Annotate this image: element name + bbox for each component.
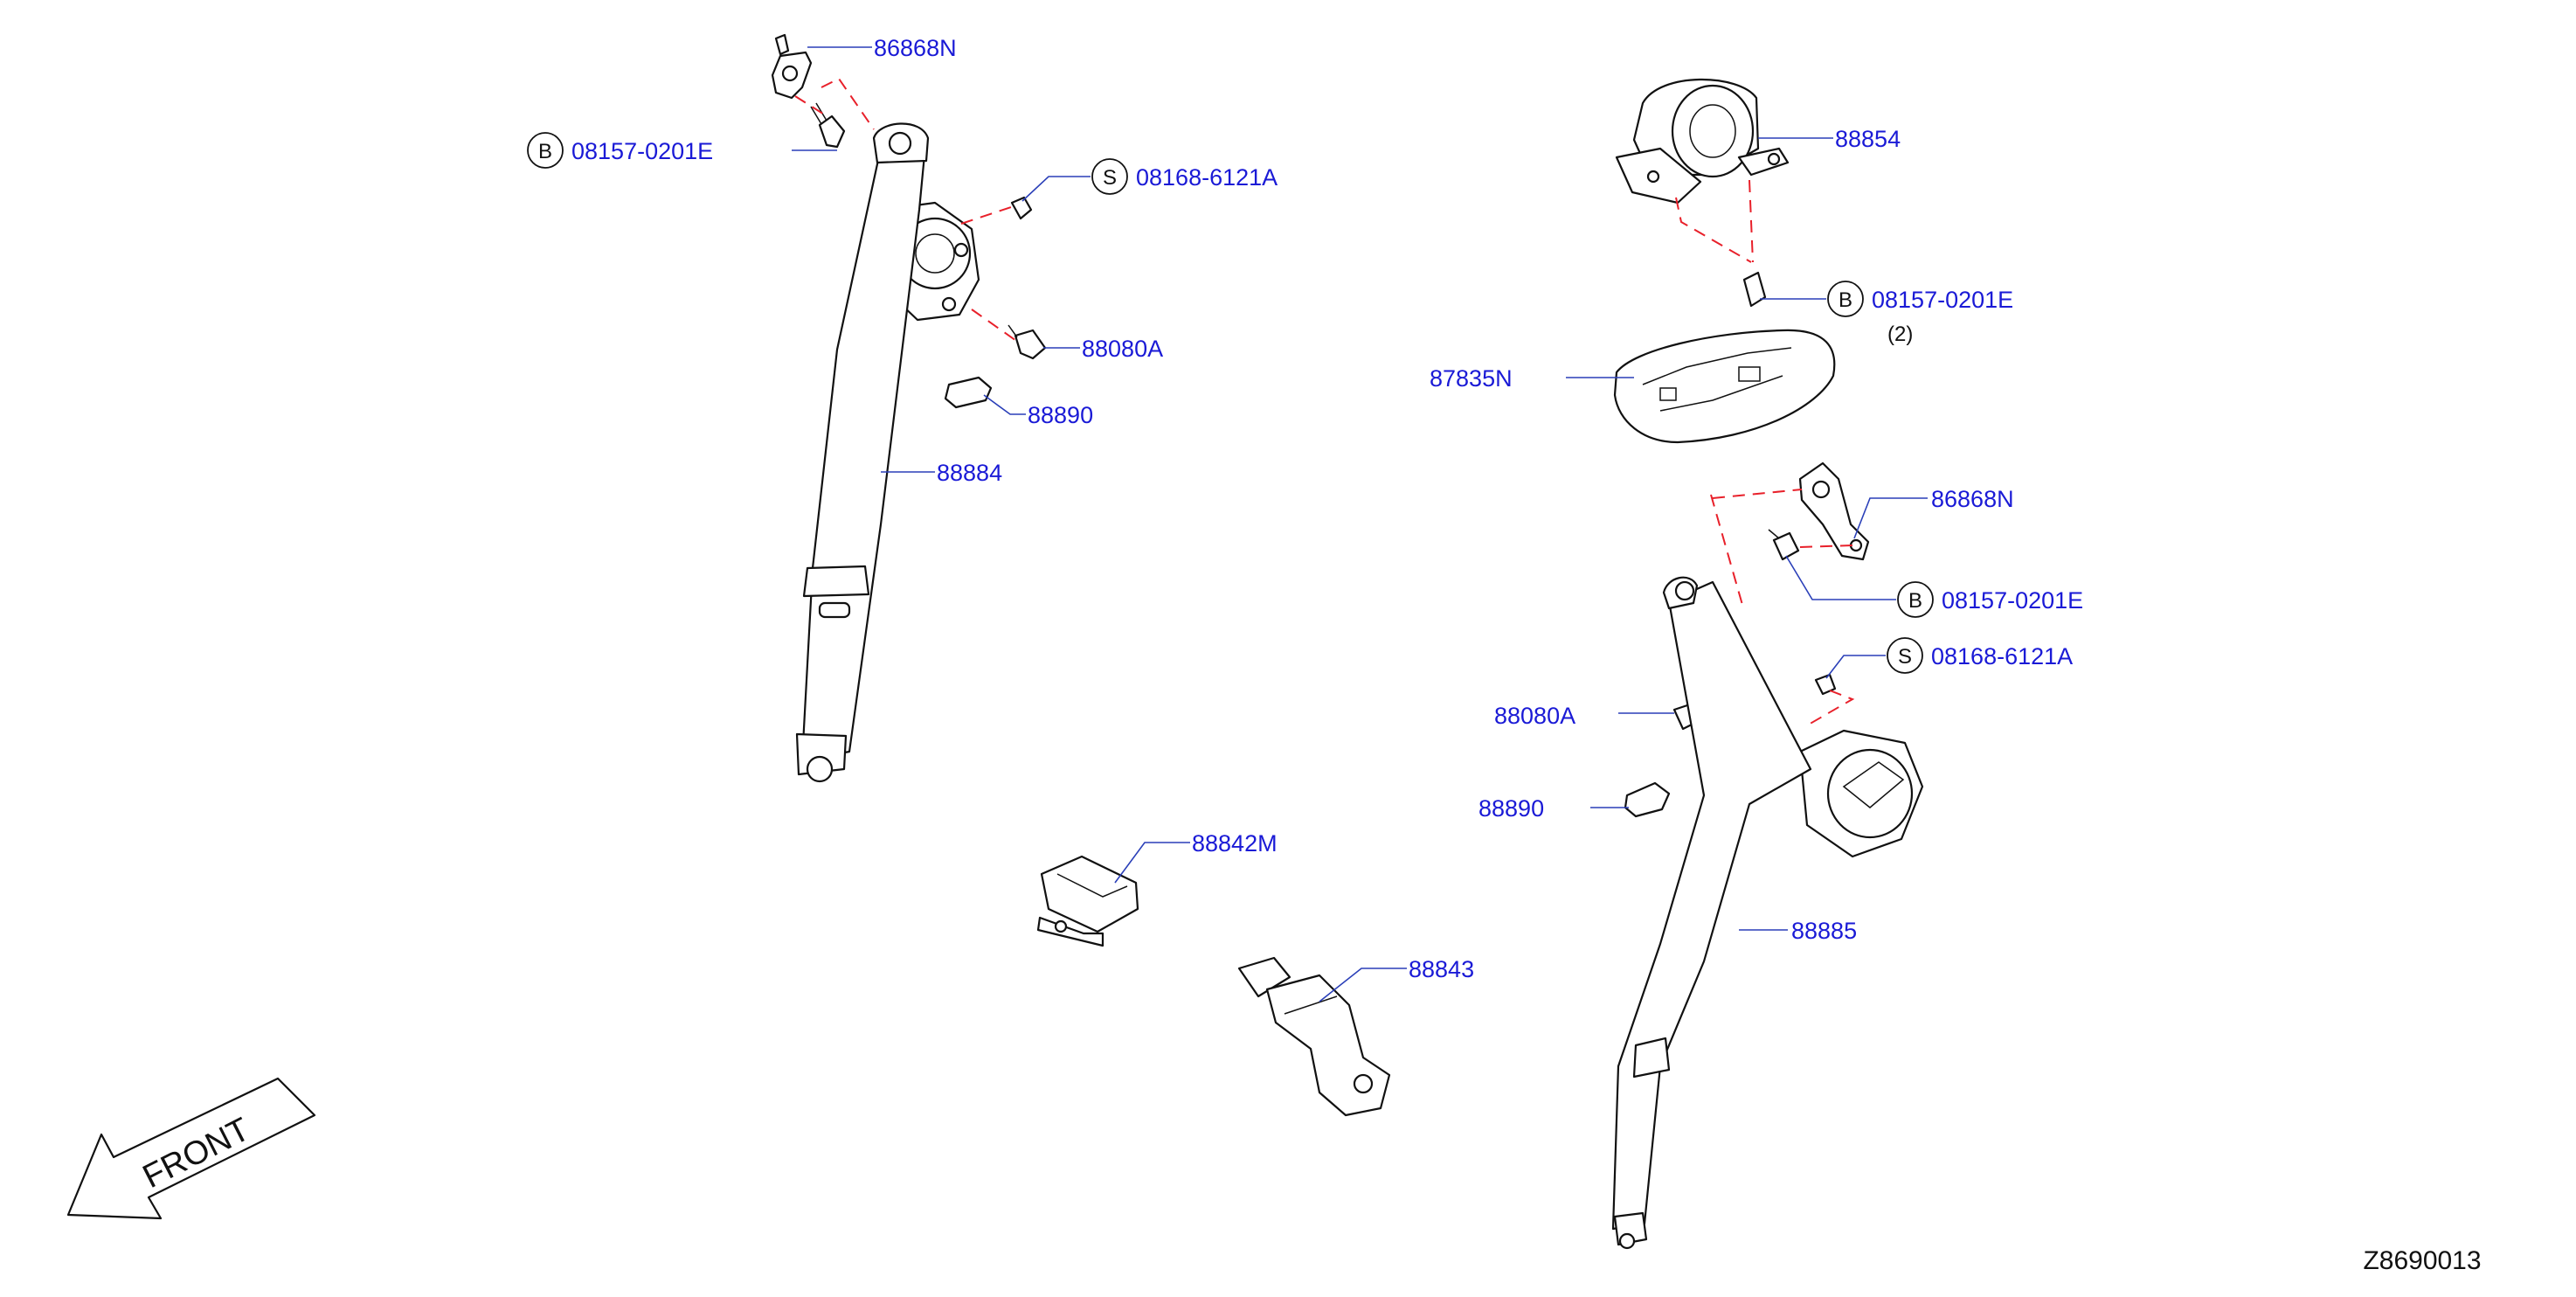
front-arrow: FRONT	[66, 1077, 316, 1220]
left-cap	[944, 376, 993, 409]
callout-label: 88890	[1478, 795, 1544, 822]
right-retractor-88854	[1615, 78, 1790, 205]
callout-badge: S	[1103, 166, 1117, 190]
callout-label: 88843	[1409, 956, 1474, 982]
callout-label: 86868N	[1931, 486, 2014, 512]
callout-label: 86868N	[874, 35, 957, 61]
left-anchor-bolt	[810, 102, 846, 149]
diagram-code: Z8690013	[2363, 1246, 2481, 1275]
callout-label: 08157-0201E	[1872, 287, 2013, 313]
callout-quantity: (2)	[1887, 323, 1913, 346]
callout-badge: S	[1898, 645, 1912, 669]
callout-label: 88884	[937, 460, 1002, 486]
right-small-bolt	[1814, 673, 1837, 696]
right-retractor-88885	[1798, 729, 1924, 858]
left-anchor-bracket	[771, 33, 813, 100]
callout-label: 88080A	[1494, 703, 1575, 729]
right-cap	[1624, 781, 1671, 818]
callout-label: 08157-0201E	[571, 138, 713, 164]
callout-labels: 86868N B 08157-0201E S 08168-6121A 88080…	[527, 35, 2083, 1002]
callout-label: 88854	[1835, 126, 1901, 152]
left-small-bolt	[1010, 196, 1033, 220]
left-belt-webbing	[795, 122, 930, 783]
callout-label: 08157-0201E	[1942, 587, 2083, 614]
callout-badge: B	[1908, 589, 1922, 613]
callout-badge: B	[538, 140, 552, 163]
callout-label: 08168-6121A	[1136, 164, 1278, 191]
callout-label: 88080A	[1082, 336, 1163, 362]
right-anchor-bracket	[1798, 461, 1870, 561]
right-retractor-bolt	[1742, 271, 1767, 308]
callout-label: 88885	[1791, 918, 1857, 944]
left-bolt-88080a	[1008, 324, 1047, 360]
callout-label: 88842M	[1192, 830, 1278, 857]
buckle-88843	[1237, 956, 1391, 1117]
callout-label: 08168-6121A	[1931, 643, 2073, 669]
right-anchor-bolt	[1768, 529, 1800, 561]
right-belt-webbing	[1611, 576, 1812, 1250]
buckle-88842m	[1036, 855, 1139, 947]
callout-label: 88890	[1028, 402, 1093, 428]
right-cover-87835n	[1613, 329, 1836, 444]
callout-label: 87835N	[1430, 365, 1513, 392]
callout-badge: B	[1839, 288, 1852, 312]
left-seat-belt-assembly	[771, 33, 1047, 783]
right-seat-belt-assembly	[1611, 78, 1924, 1250]
